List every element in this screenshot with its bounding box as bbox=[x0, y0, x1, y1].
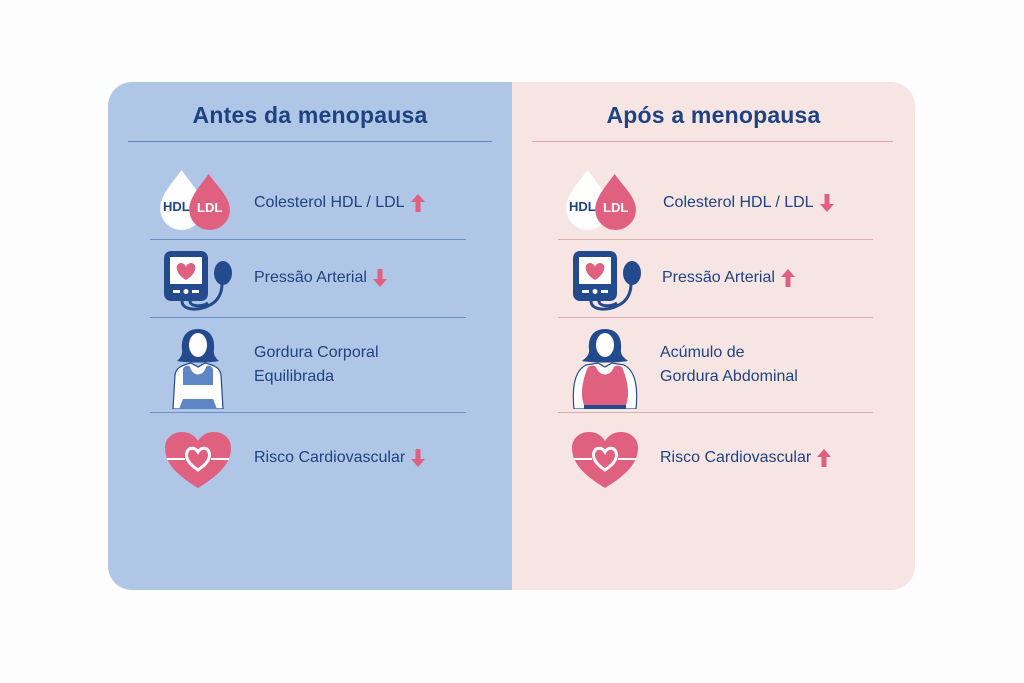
item-label: Risco Cardiovascular bbox=[660, 446, 831, 470]
divider bbox=[150, 239, 466, 240]
arrow-up-icon bbox=[411, 194, 425, 212]
arrow-down-icon bbox=[373, 269, 387, 287]
panel-title: Antes da menopausa bbox=[192, 102, 428, 128]
heart-icon bbox=[163, 430, 233, 490]
arrow-up-icon bbox=[817, 449, 831, 467]
item-label: Pressão Arterial bbox=[662, 266, 795, 290]
item-label: Risco Cardiovascular bbox=[254, 446, 425, 470]
overweight-woman-icon bbox=[570, 325, 640, 409]
hdl-label: HDL bbox=[569, 199, 596, 214]
blood-pressure-monitor-icon bbox=[160, 249, 240, 313]
divider bbox=[558, 239, 873, 240]
item-label: Acúmulo de Gordura Abdominal bbox=[660, 344, 798, 385]
heart-icon bbox=[570, 430, 640, 490]
item-label: Colesterol HDL / LDL bbox=[663, 191, 834, 215]
arrow-down-icon bbox=[411, 449, 425, 467]
panel-before-menopause: Antes da menopausa HDL LDL Colesterol HD… bbox=[108, 82, 512, 590]
divider bbox=[532, 141, 893, 142]
divider bbox=[150, 317, 466, 318]
panel-after-menopause: Após a menopausa HDL LDL Colesterol HDL … bbox=[512, 82, 915, 590]
arrow-down-icon bbox=[820, 194, 834, 212]
item-label: Pressão Arterial bbox=[254, 266, 387, 290]
hdl-label: HDL bbox=[163, 199, 190, 214]
item-label: Colesterol HDL / LDL bbox=[254, 191, 425, 215]
slim-woman-icon bbox=[163, 325, 233, 409]
comparison-card: Antes da menopausa HDL LDL Colesterol HD… bbox=[108, 82, 915, 590]
arrow-up-icon bbox=[781, 269, 795, 287]
divider bbox=[128, 141, 492, 142]
ldl-label: LDL bbox=[197, 200, 223, 215]
divider bbox=[558, 317, 873, 318]
item-label: Gordura Corporal Equilibrada bbox=[254, 344, 379, 385]
divider bbox=[150, 412, 466, 413]
cholesterol-drops-icon: HDL LDL bbox=[564, 168, 642, 230]
panel-title: Após a menopausa bbox=[606, 102, 821, 128]
ldl-label: LDL bbox=[603, 200, 629, 215]
cholesterol-drops-icon: HDL LDL bbox=[158, 168, 236, 230]
blood-pressure-monitor-icon bbox=[569, 249, 649, 313]
divider bbox=[558, 412, 873, 413]
